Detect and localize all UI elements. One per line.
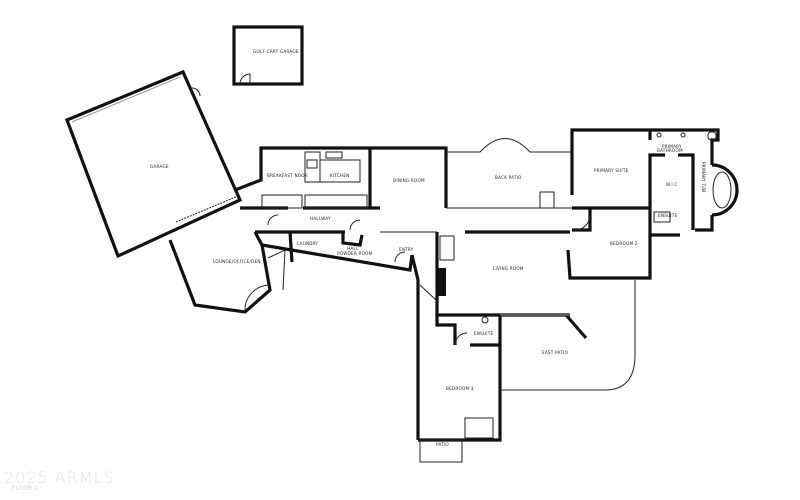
living-room <box>394 230 588 440</box>
label-breakfast-nook: BREAKFAST NOOK <box>267 173 308 178</box>
label-kitchen: KITCHEN <box>330 173 350 178</box>
label-hallway: HALLWAY <box>310 216 331 221</box>
label-hall-powder: HALL <box>347 246 359 251</box>
bedroom-2 <box>566 208 680 280</box>
primary-suite <box>570 128 739 232</box>
floor-label: FLOOR 1 <box>12 485 38 492</box>
label-dining-room: DINING ROOM <box>393 178 425 183</box>
label-laundry: LAUNDRY <box>297 241 319 246</box>
label-lounge: LOUNGE/OFFICE/DEN <box>213 259 261 264</box>
hallway <box>253 214 437 272</box>
label-living-room: LIVING ROOM <box>493 266 524 271</box>
label-ensuite-bedroom-3: ENSUITE <box>474 331 493 336</box>
label-east-patio: EAST PATIO <box>542 350 568 355</box>
ensuite-bedroom-3 <box>435 315 502 347</box>
label-wic: W.I.C <box>666 182 677 187</box>
label-primary-bathroom-2: BATHROOM <box>657 148 683 153</box>
label-golf-cart-garage: GOLF CART GARAGE <box>253 49 299 54</box>
label-patio: PATIO <box>436 442 449 447</box>
label-bedroom-3: BEDROOM 3 <box>446 386 474 391</box>
golf-cart-garage <box>232 25 304 86</box>
lounge-office-den <box>168 239 286 314</box>
label-ensuite-primary: ENSUITE <box>658 213 677 218</box>
label-primary-tub: PRIMARY TUB <box>701 162 706 192</box>
garage <box>64 69 243 259</box>
label-bedroom-2: BEDROOM 2 <box>610 241 638 246</box>
watermark: 2025 ARMLS <box>4 468 115 487</box>
label-back-patio: BACK PATIO <box>495 175 522 180</box>
east-patio <box>500 280 636 391</box>
label-hall-powder-2: POWDER ROOM <box>337 251 373 256</box>
back-patio <box>446 138 572 209</box>
label-primary-suite: PRIMARY SUITE <box>594 168 629 173</box>
label-primary-bathroom: PRIMARY <box>662 144 682 149</box>
label-garage: GARAGE <box>150 164 169 169</box>
bedroom-3 <box>418 345 502 463</box>
label-entry: ENTRY <box>399 247 414 252</box>
